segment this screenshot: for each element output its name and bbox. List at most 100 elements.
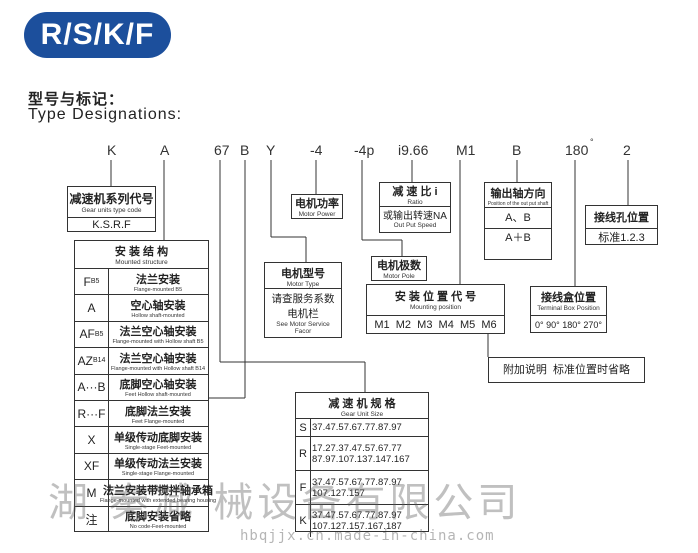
- structure-desc-en: Flange-mounted B5: [133, 286, 183, 293]
- structure-code-sub: B5: [94, 330, 104, 338]
- code-ratio: i9.66: [398, 142, 429, 158]
- structure-subtitle: Mounted structure: [115, 259, 168, 266]
- degree-mark: °: [590, 137, 594, 147]
- structure-code: A···B: [75, 374, 109, 400]
- code-shaft-direction: B: [512, 142, 522, 158]
- ratio-subtitle: Ratio: [407, 199, 423, 206]
- structure-desc-cn: 空心轴安装: [130, 300, 186, 313]
- mounting-position-box: 安 装 位 置 代 号 Mounting position M1 M2 M3 M…: [366, 284, 505, 334]
- output-speed-subtitle: Out Put Speed: [393, 222, 437, 229]
- shaft-direction-title: 输出轴方向: [490, 188, 546, 200]
- structure-code: M: [75, 480, 109, 506]
- structure-desc-cn: 底脚空心轴安装: [119, 379, 197, 392]
- code-motor-pole: -4p: [354, 142, 375, 158]
- structure-code: 注: [75, 506, 109, 532]
- code-motor-type: Y: [266, 142, 276, 158]
- structure-code-letter: F: [83, 274, 91, 289]
- motor-pole-title: 电机极数: [377, 260, 421, 272]
- structure-code-letter: 注: [85, 512, 98, 527]
- structure-desc-en: Flange-mounted with extended bearing hou…: [99, 497, 217, 504]
- terminal-box-subtitle: Terminal Box Position: [537, 305, 600, 312]
- size-series-letter: K: [296, 505, 311, 537]
- structure-code: X: [75, 427, 109, 453]
- shaft-option-a-plus-b: A＋B: [485, 228, 551, 247]
- code-terminal: 2: [623, 142, 631, 158]
- structure-code-letter: X: [87, 433, 96, 448]
- code-motor-power: -4: [310, 142, 323, 158]
- terminal-hole-box: 接线孔位置 标准1.2.3: [585, 205, 658, 245]
- structure-code-letter: AF: [79, 327, 95, 342]
- structure-code: XF: [75, 453, 109, 480]
- structure-code-sub: B5: [90, 278, 100, 286]
- ratio-box: 减 速 比 i Ratio 或输出转速NA Out Put Speed: [379, 182, 451, 233]
- structure-code-letter: R···F: [77, 406, 106, 421]
- size-series-letter: S: [296, 419, 311, 436]
- series-code-subtitle: Gear units type code: [81, 207, 142, 214]
- motor-pole-box: 电机极数 Motor Pole: [371, 256, 427, 281]
- size-values: 107.127.157: [312, 487, 365, 499]
- shaft-direction-box: 输出轴方向 Position of the out put shaft A、B …: [484, 182, 552, 260]
- structure-desc-cn: 法兰安装: [136, 273, 180, 286]
- watermark-url: hbqjjx.cn.made-in-china.com: [240, 528, 495, 544]
- structure-code-letter: AZ: [77, 353, 93, 368]
- terminal-hole-value: 标准1.2.3: [586, 228, 657, 247]
- motor-type-title: 电机型号: [281, 268, 325, 280]
- mounting-position-title: 安 装 位 置 代 号: [394, 291, 477, 303]
- series-code-value: K.S.R.F: [68, 217, 155, 232]
- code-size: 67: [214, 142, 230, 158]
- mounting-position-subtitle: Mounting position: [410, 304, 461, 311]
- facor-note: Facor: [294, 328, 312, 335]
- terminal-hole-title: 接线孔位置: [594, 212, 649, 224]
- code-structure: A: [160, 142, 170, 158]
- motor-power-subtitle: Motor Power: [298, 211, 336, 218]
- size-values: 37.47.57.67.77.87.97: [312, 476, 402, 488]
- structure-desc-en: Flange-mounted with Hollow shaft B14: [110, 365, 206, 372]
- service-factor-note: 请查服务系数: [271, 293, 335, 305]
- structure-code: A: [75, 295, 109, 321]
- heading-chinese: 型号与标记：: [28, 91, 125, 108]
- structure-desc-cn: 单级传动底脚安装: [114, 432, 202, 445]
- structure-desc-en: Flange-mounted with Hollow shaft B5: [112, 339, 204, 346]
- structure-code-letter: M: [86, 485, 97, 500]
- structure-desc-cn: 底脚法兰安装: [125, 405, 191, 418]
- motor-power-title: 电机功率: [295, 198, 339, 210]
- output-speed-title: 或输出转速NA: [383, 211, 447, 222]
- code-box-position: 180: [565, 142, 589, 158]
- terminal-box-position-box: 接线盒位置 Terminal Box Position 0° 90° 180° …: [530, 286, 607, 333]
- structure-desc-cn: 单级传动法兰安装: [114, 458, 202, 471]
- structure-desc-cn: 法兰安装带搅拌轴承箱: [103, 484, 213, 497]
- terminal-box-title: 接线盒位置: [541, 292, 596, 304]
- ratio-title: 减 速 比 i: [392, 186, 438, 198]
- size-series-letter: R: [296, 437, 311, 470]
- motor-power-box: 电机功率 Motor Power: [291, 194, 343, 219]
- size-values: 17.27.37.47.57.67.77: [312, 442, 402, 454]
- structure-desc-cn: 底脚安装省略: [125, 511, 191, 524]
- size-subtitle: Gear Unit Size: [340, 411, 384, 418]
- structure-code: R···F: [75, 401, 109, 427]
- code-mounting: M1: [456, 142, 476, 158]
- series-code-title: 减速机系列代号: [69, 192, 154, 206]
- structure-desc-en: Feet Hollow shaft-mounted: [125, 392, 191, 399]
- structure-code-letter: A: [87, 301, 96, 316]
- code-series: K: [107, 142, 117, 158]
- motor-type-subtitle: Motor Type: [286, 281, 320, 288]
- structure-desc-en: No code-Feet-mounted: [129, 524, 187, 531]
- series-code-box: 减速机系列代号 Gear units type code K.S.R.F: [67, 186, 156, 232]
- structure-desc-en: Single-stage Feet-mounted: [124, 445, 192, 452]
- shaft-direction-subtitle: Position of the out put shaft: [487, 201, 549, 207]
